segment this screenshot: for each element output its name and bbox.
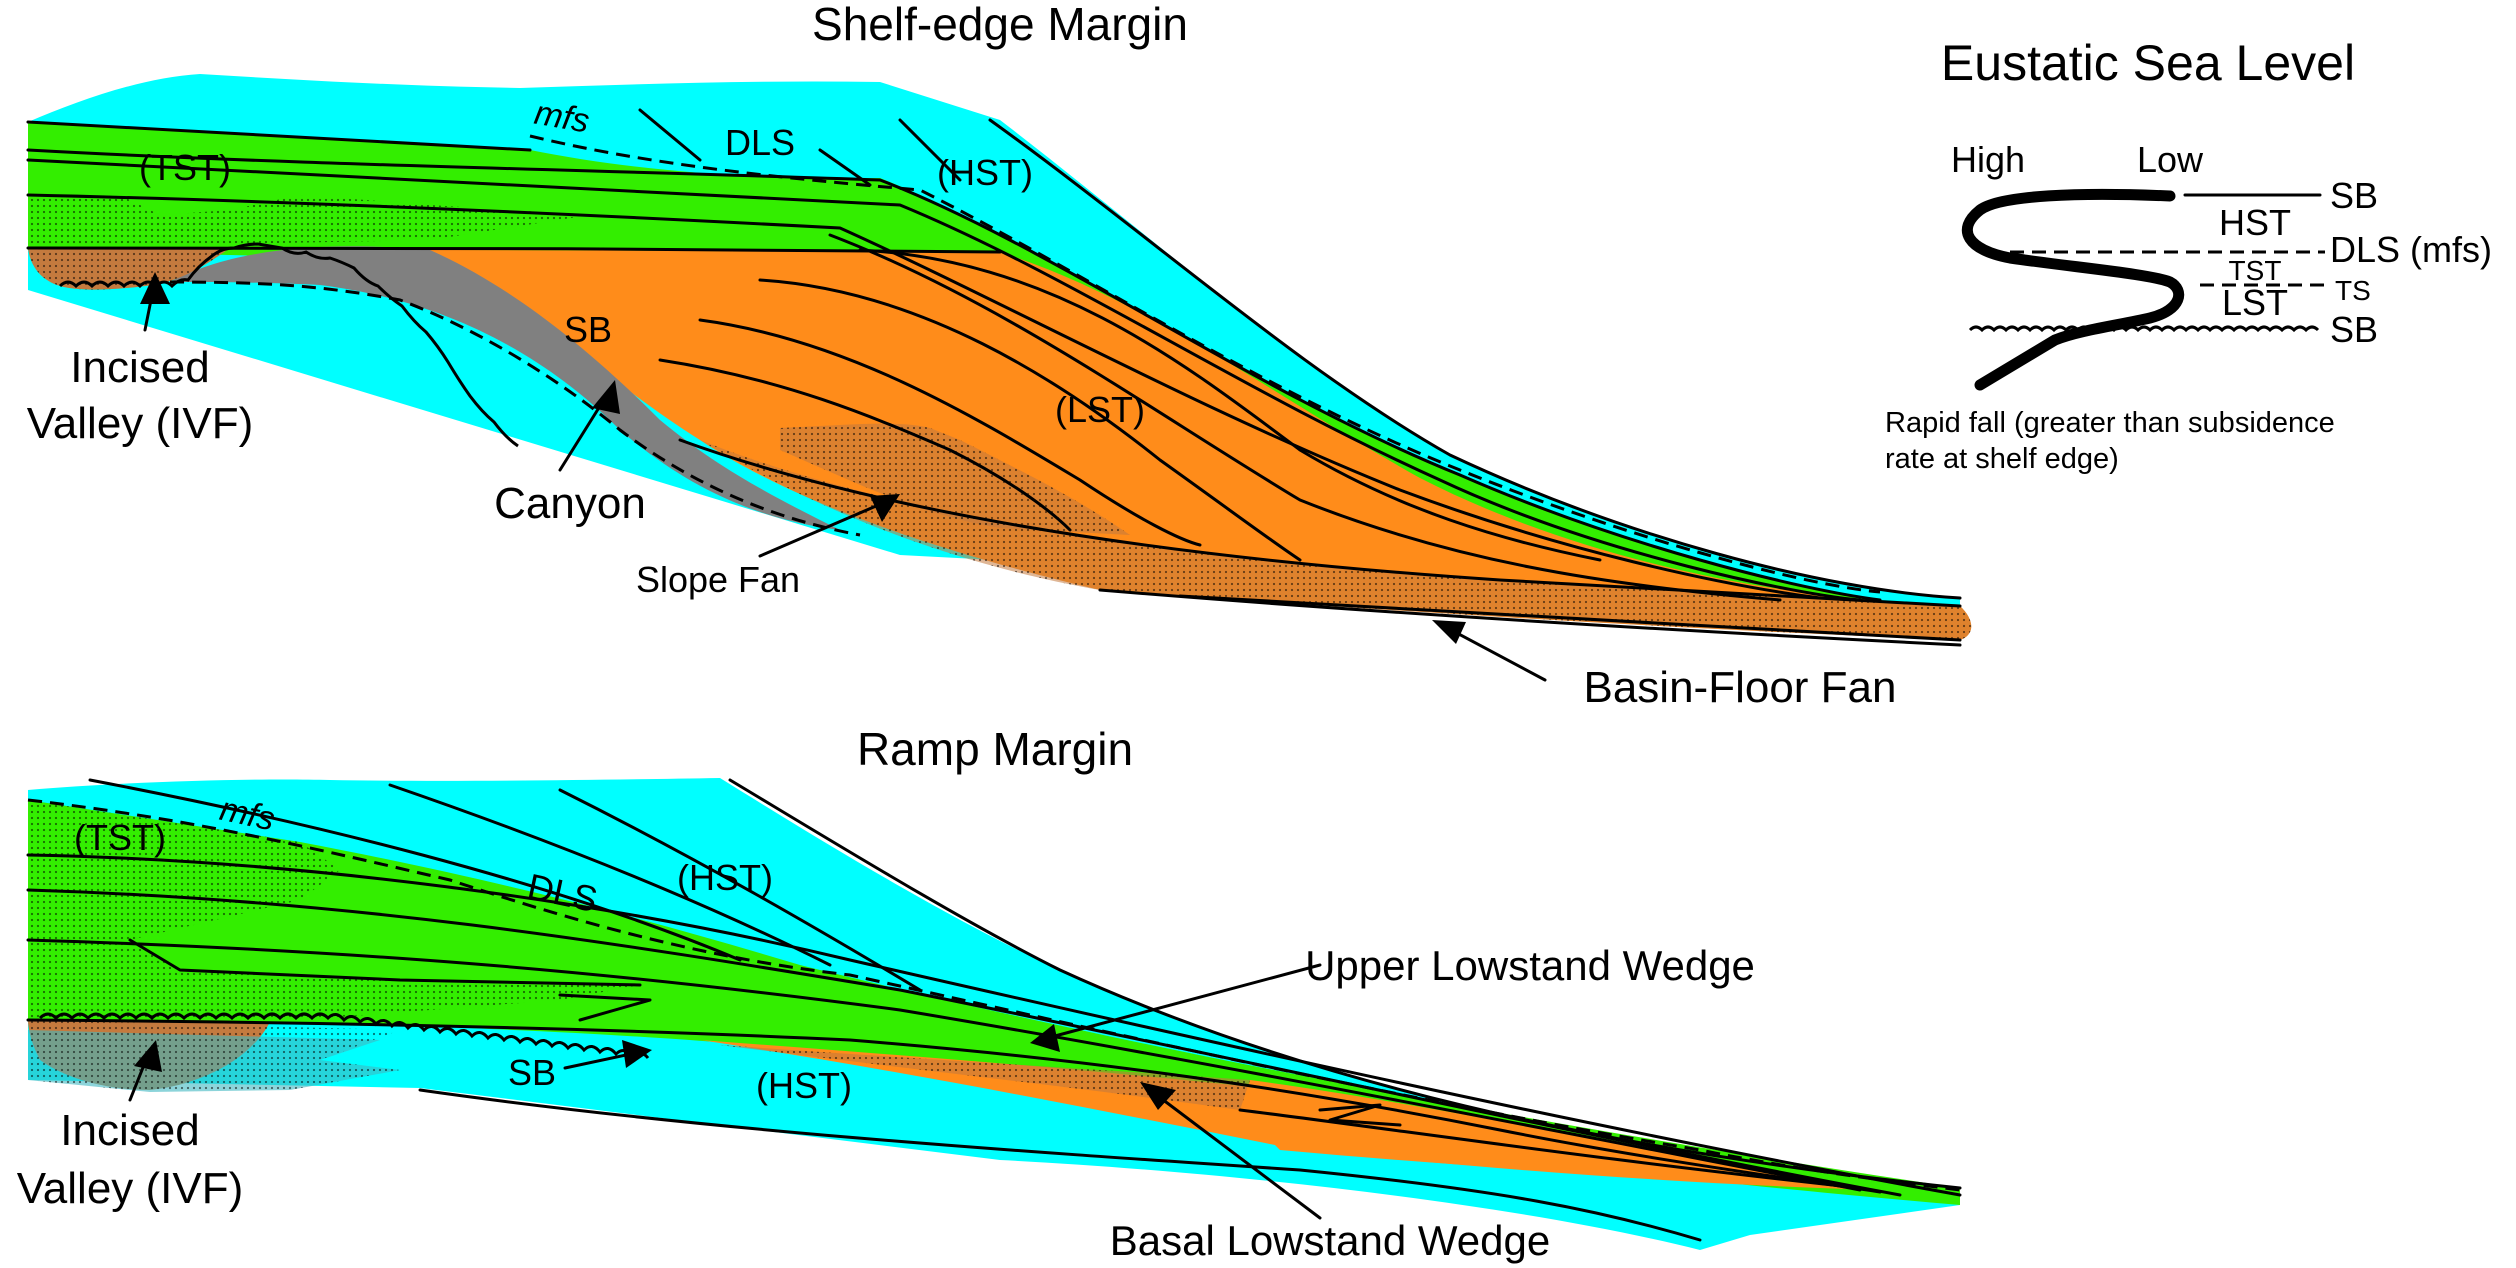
shelf-dls-label: DLS <box>725 122 795 163</box>
shelf-arrows <box>140 272 1547 682</box>
upper-wedge-arrow-head <box>1030 1024 1060 1052</box>
ramp-upper-wedge-label: Upper Lowstand Wedge <box>1305 942 1755 989</box>
shelf-canyon-label: Canyon <box>494 479 646 528</box>
shelf-canyon-dashed-base <box>169 280 861 537</box>
ramp-incised-dots <box>28 1020 400 1092</box>
ramp-sb-label: SB <box>508 1052 556 1093</box>
ramp-incised-arrow-head <box>134 1040 162 1072</box>
canyon-arrow-head <box>592 380 620 414</box>
shelf-lst-label: (LST) <box>1055 389 1145 430</box>
sea-level-low-label: Low <box>2137 139 2204 180</box>
shelf-dls-dashed-surface <box>529 134 1881 594</box>
sea-level-note-line2: rate at shelf edge) <box>1885 443 2119 475</box>
ramp-dls-dashed-surface <box>27 798 1961 1192</box>
sea-level-note-line1: Rapid fall (greater than subsidence <box>1885 407 2335 439</box>
sea-level-sb-bottom-label: SB <box>2330 309 2378 350</box>
ramp-arrows <box>128 963 1322 1220</box>
sea-level-sb-top-label: SB <box>2330 175 2378 216</box>
shelf-strata-lines <box>26 118 1962 647</box>
sea-level-tst-label: TST <box>2229 255 2282 286</box>
ramp-basal-wedge-label: Basal Lowstand Wedge <box>1110 1217 1551 1264</box>
ramp-hst-lower-label: (HST) <box>756 1065 852 1106</box>
ramp-title: Ramp Margin <box>857 723 1133 775</box>
shelf-title: Shelf-edge Margin <box>812 0 1188 50</box>
basal-wedge-arrow-head <box>1140 1082 1176 1110</box>
eustatic-sea-level-panel: Eustatic Sea Level High Low SB HST DLS (… <box>1885 35 2492 475</box>
shelf-sb-wavy-surface <box>58 242 519 448</box>
upper-wedge-arrow-shaft <box>1038 963 1322 1042</box>
sea-level-high-label: High <box>1951 139 2025 180</box>
shelf-dls-tick-2 <box>818 148 872 187</box>
sea-level-hst-label: HST <box>2219 202 2291 243</box>
shelf-mfs-label: mfs <box>532 94 593 141</box>
basin-floor-fan-arrow-head <box>1432 620 1466 644</box>
ramp-margin-section: Ramp Margin (TST) mfs DLS (HST) SB (HST)… <box>17 723 1962 1264</box>
shelf-dls-tick-3 <box>898 118 962 182</box>
sea-level-lst-label: LST <box>2222 282 2288 323</box>
ramp-strata-lines <box>26 778 1962 1242</box>
sea-level-curve <box>1962 188 2185 391</box>
sea-level-ts-label: TS <box>2335 275 2371 306</box>
ramp-hst-upper-label: (HST) <box>677 857 773 898</box>
shelf-tst-label: (TST) <box>139 147 231 188</box>
shelf-basin-floor-fan-label: Basin-Floor Fan <box>1583 663 1896 712</box>
shelf-sb-label: SB <box>564 309 612 350</box>
shelf-incised-label-1: Incised <box>70 343 209 392</box>
shelf-incised-valley-dots <box>28 248 230 290</box>
shelf-hst-label: (HST) <box>937 152 1033 193</box>
basal-wedge-arrow-shaft <box>1148 1088 1322 1220</box>
ramp-incised-label-2: Valley (IVF) <box>17 1164 244 1213</box>
ramp-tst-label: (TST) <box>74 817 166 858</box>
shelf-dls-tick-1 <box>638 108 702 162</box>
shelf-slope-fan-label: Slope Fan <box>636 559 800 600</box>
incised-valley-arrow-head <box>140 272 170 304</box>
sea-level-title: Eustatic Sea Level <box>1941 35 2355 91</box>
slope-fan-arrow-head <box>870 494 900 522</box>
ramp-sb-arrow-head <box>622 1040 652 1068</box>
shelf-edge-margin-section: Shelf-edge Margin (TST) mfs DLS (HST) (L… <box>26 0 1972 712</box>
shelf-lst-orange-body <box>400 250 1972 640</box>
slope-fan-arrow-shaft <box>758 498 892 558</box>
sea-level-dls-label: DLS (mfs) <box>2330 229 2492 270</box>
ramp-incised-label-1: Incised <box>60 1106 199 1155</box>
ramp-basal-lowstand-dots-2 <box>720 1045 1250 1110</box>
ramp-tst-dotted-body <box>28 800 640 1020</box>
ramp-sb-wavy-surface <box>38 1012 650 1059</box>
shelf-canyon-gray-fill <box>170 246 840 530</box>
sea-level-sb-bottom-wavy <box>1968 325 2320 333</box>
shelf-incised-label-2: Valley (IVF) <box>27 399 254 448</box>
